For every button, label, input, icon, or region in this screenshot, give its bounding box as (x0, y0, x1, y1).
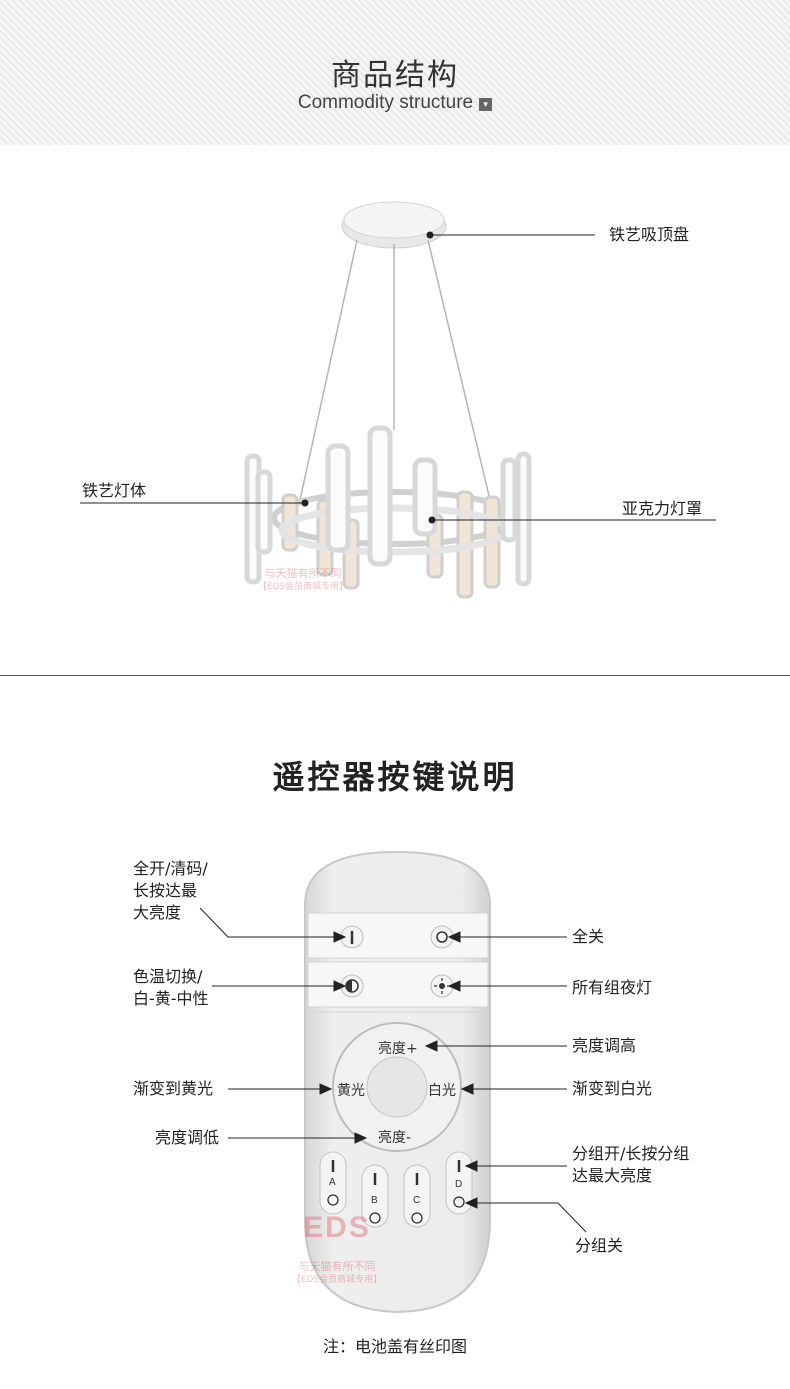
watermark-bottom: EDS 与天猫有所不同 【EDS会员商城专用】 (282, 1212, 392, 1286)
group-key-c-label: C (413, 1195, 421, 1206)
label-canopy: 铁艺吸顶盘 (609, 225, 690, 244)
watermark-logo: EDS (303, 1211, 371, 1244)
watermark-line1: 与天猫有所不同 (264, 567, 342, 580)
watermark-bottom-line1: 与天猫有所不同 (298, 1260, 376, 1273)
header-band (0, 0, 790, 145)
chevron-down-icon: ▾ (479, 98, 493, 111)
label-group-on-line2: 达最大亮度 (572, 1166, 653, 1185)
label-brightness-down: 亮度调低 (155, 1128, 220, 1147)
remote-yellow-text: 黄光 (337, 1083, 365, 1099)
group-key-b-label: B (371, 1195, 378, 1206)
label-brightness-up: 亮度调高 (572, 1036, 637, 1055)
battery-cover-note: 注：电池盖有丝印图 (322, 1337, 467, 1356)
subtitle-text: Commodity structure (297, 92, 474, 113)
label-shade: 亚克力灯罩 (622, 499, 703, 518)
label-group-off: 分组关 (575, 1236, 624, 1255)
label-group-on: 分组开/长按分组 达最大亮度 (572, 1143, 689, 1187)
group-key-a-label: A (329, 1177, 336, 1188)
label-fade-white: 渐变到白光 (572, 1079, 653, 1098)
remote-white-text: 白光 (428, 1083, 456, 1099)
remote-brightness-up-text: 亮度+ (378, 1041, 418, 1057)
group-key-d-label: D (455, 1179, 463, 1190)
label-all-on-line3: 大亮度 (133, 903, 182, 922)
label-color-temp-line2: 白-黄-中性 (133, 989, 209, 1008)
label-color-temp-line1: 色温切换/ (133, 967, 203, 986)
label-all-on-line1: 全开/清码/ (133, 859, 208, 878)
watermark-line2: 【EDS会员商城专用】 (257, 582, 349, 592)
label-color-temp: 色温切换/ 白-黄-中性 (133, 966, 209, 1010)
label-night-light: 所有组夜灯 (572, 978, 653, 997)
page-title: 商品结构 (331, 58, 459, 93)
label-fade-yellow: 渐变到黄光 (133, 1079, 214, 1098)
label-all-off: 全关 (572, 927, 605, 946)
watermark-top: 与天猫有所不同 【EDS会员商城专用】 (248, 535, 358, 593)
remote-section-title: 遥控器按键说明 (272, 758, 518, 796)
label-all-on-line2: 长按达最 (133, 881, 198, 900)
label-group-on-line1: 分组开/长按分组 (572, 1144, 690, 1163)
label-body: 铁艺灯体 (82, 481, 147, 500)
watermark-bottom-line2: 【EDS会员商城专用】 (291, 1275, 383, 1285)
remote-brightness-down-text: 亮度- (378, 1130, 412, 1146)
section-divider (0, 675, 790, 676)
page-subtitle: Commodity structure ▾ (0, 92, 790, 114)
label-all-on: 全开/清码/ 长按达最 大亮度 (133, 858, 208, 924)
